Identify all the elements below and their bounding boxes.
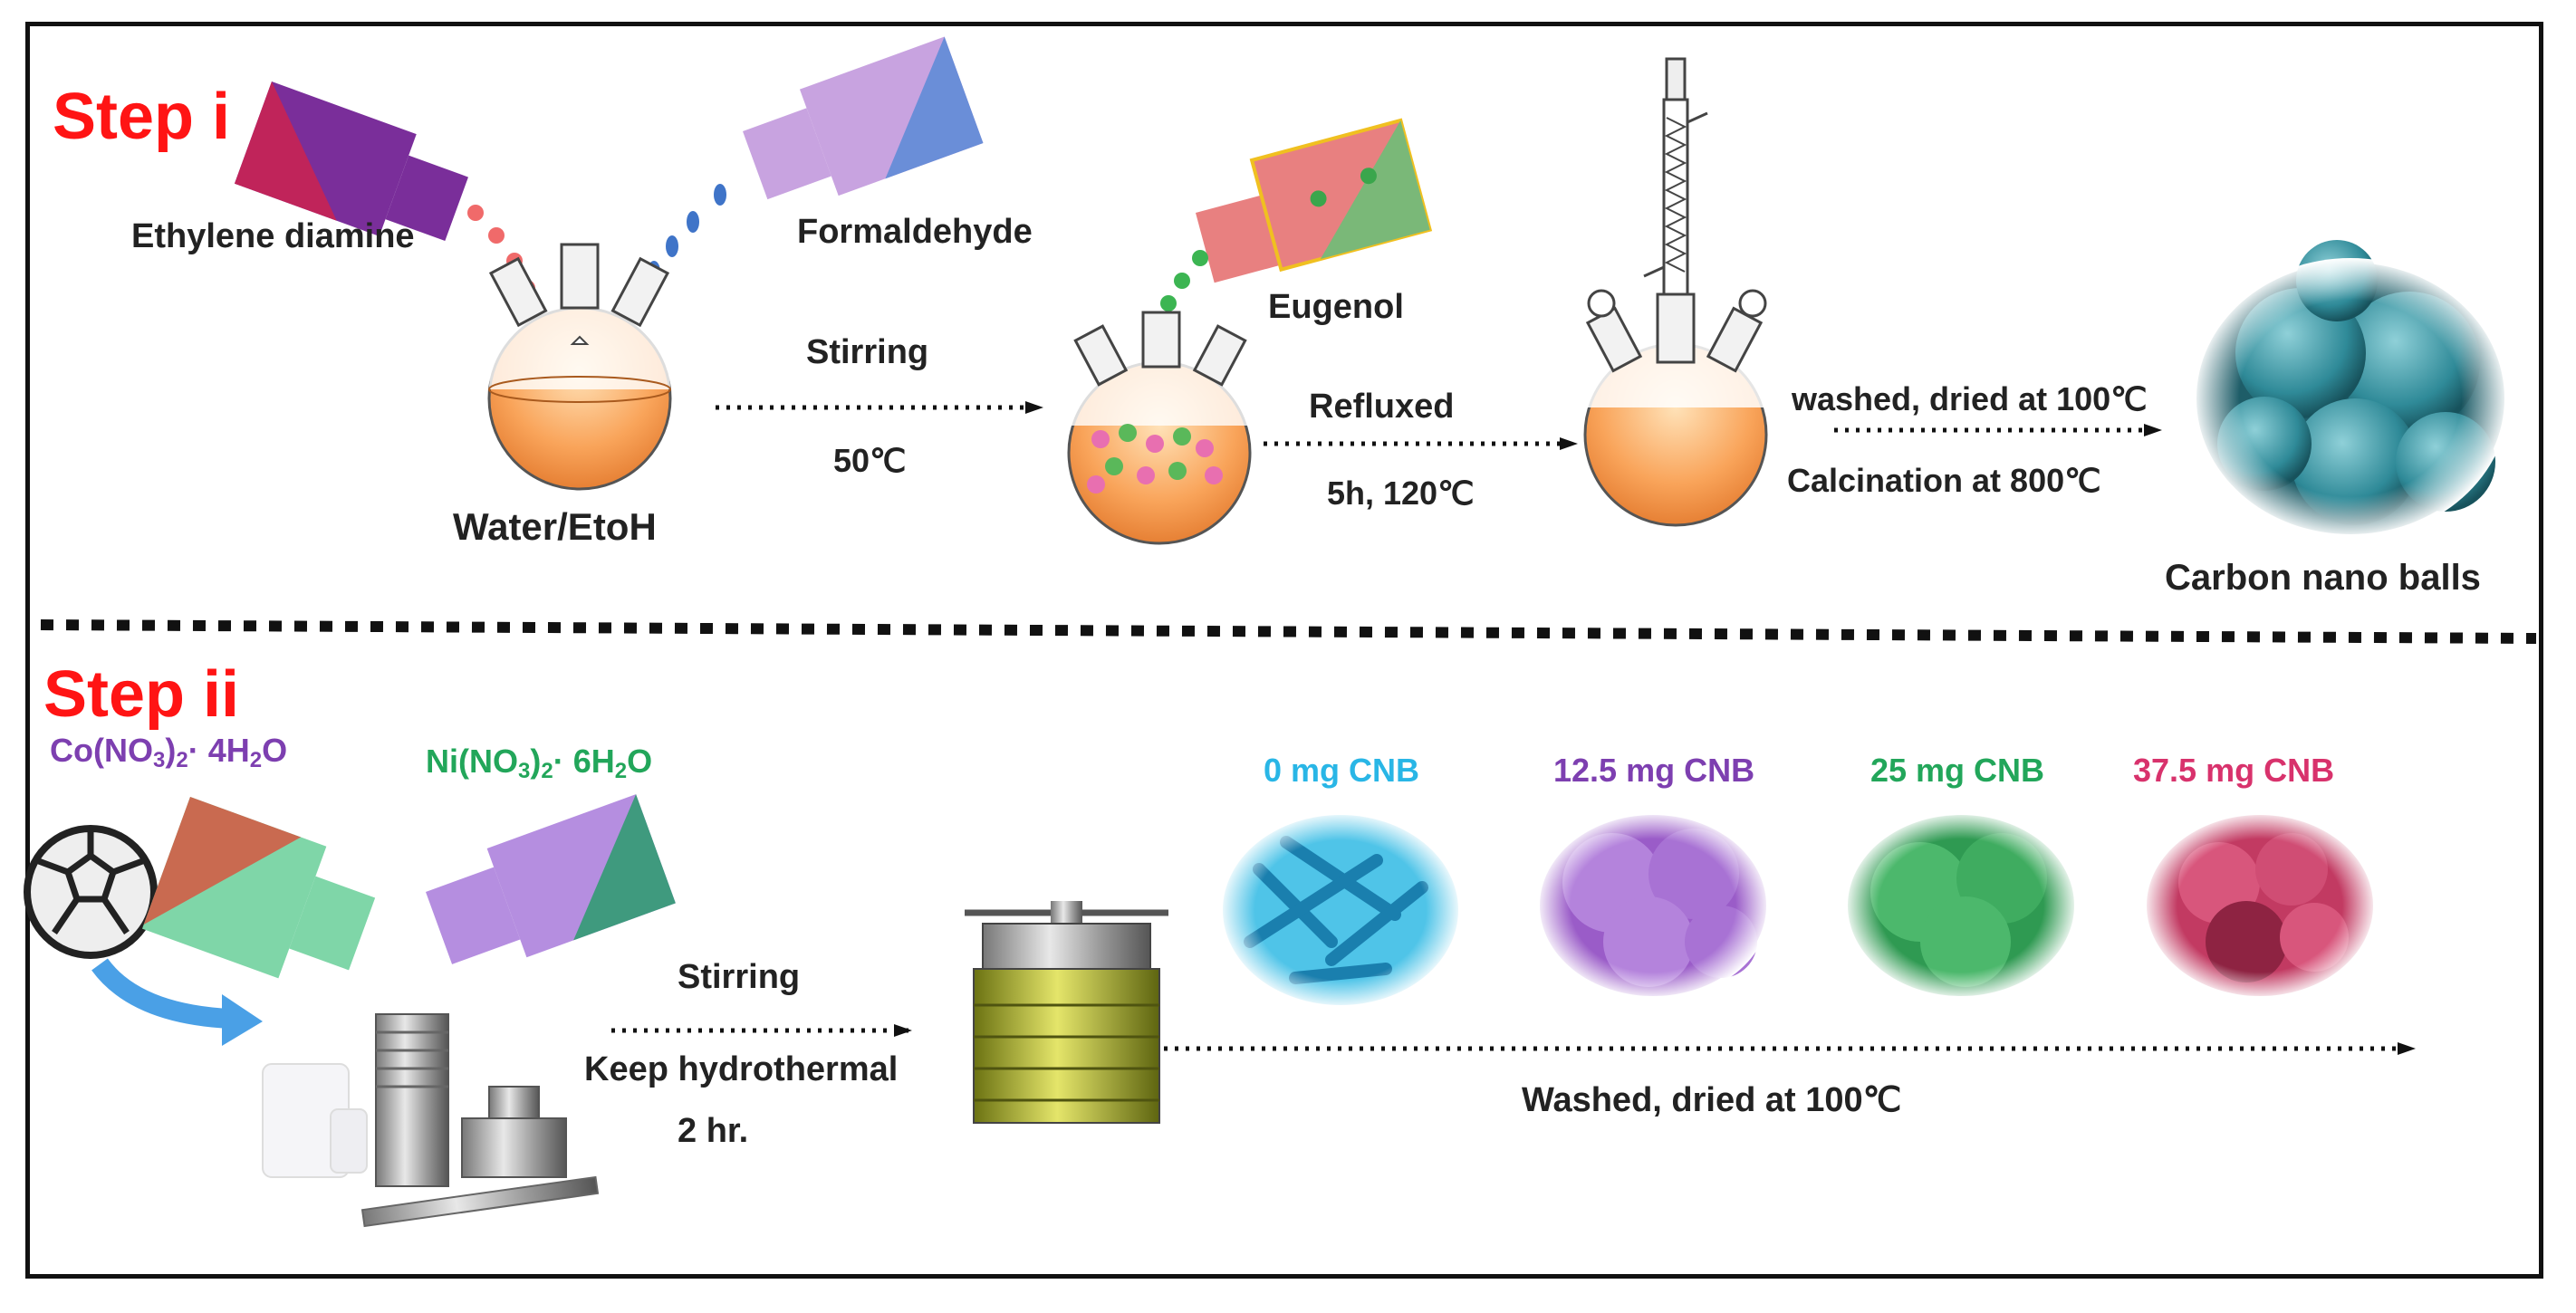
- nickel-formula-part: · 6H: [553, 743, 615, 780]
- solvent-label: Water/EtoH: [453, 505, 657, 548]
- washed-dried-ii-label: Washed, dried at 100℃: [1522, 1081, 1902, 1119]
- reflux-flask-icon: [1583, 57, 1768, 527]
- duration-label: 2 hr.: [678, 1112, 749, 1150]
- cobalt-sub-2: 2: [176, 748, 188, 772]
- curved-arrowhead-icon: [222, 994, 263, 1046]
- cobalt-formula-part: · 4H: [187, 732, 250, 769]
- stirring-ii-label: Stirring: [678, 958, 801, 996]
- step-ii-title: Step ii: [43, 658, 240, 731]
- step-divider: [40, 619, 2537, 644]
- temp-50-label: 50℃: [833, 442, 907, 479]
- cobalt-sub-1: 3: [152, 748, 166, 772]
- sample-label-25mg: 25 mg CNB: [1870, 752, 2045, 789]
- calcination-label: Calcination at 800℃: [1787, 462, 2101, 499]
- nickel-formula-part: O: [627, 743, 653, 780]
- cobalt-nitrate-formula: Co(NO3)2· 4H2O: [50, 732, 287, 773]
- eugenol-label: Eugenol: [1268, 288, 1404, 326]
- three-neck-flask-1-icon: [487, 243, 672, 491]
- formaldehyde-label: Formaldehyde: [797, 213, 1033, 251]
- figure-frame: [25, 22, 2543, 1279]
- sem-image-37.5mg: [2142, 810, 2378, 1001]
- sample-label-37.5mg: 37.5 mg CNB: [2133, 752, 2335, 789]
- nickel-sub-1: 3: [518, 759, 531, 783]
- ethylene-diamine-bottle-icon: [234, 81, 468, 242]
- step-i-title: Step i: [53, 81, 231, 153]
- carbon-nano-balls-label: Carbon nano balls: [2165, 558, 2481, 598]
- formaldehyde-bottle-icon: [743, 36, 984, 200]
- washed-dried-label: washed, dried at 100℃: [1792, 380, 2148, 417]
- hydrothermal-label: Keep hydrothermal: [584, 1050, 899, 1088]
- autoclave-parts-image: [262, 1013, 600, 1228]
- cobalt-formula-part: ): [165, 732, 177, 769]
- sem-image-12.5mg: [1535, 810, 1771, 1001]
- nickel-nitrate-formula: Ni(NO3)2· 6H2O: [426, 743, 652, 784]
- stirring-label: Stirring: [806, 333, 929, 371]
- fullerene-icon: [24, 825, 158, 959]
- eugenol-bottle-icon: [1196, 118, 1433, 283]
- sem-image-25mg: [1843, 810, 2079, 1001]
- refluxed-label: Refluxed: [1309, 388, 1455, 426]
- three-neck-flask-2-icon: [1067, 311, 1252, 545]
- autoclave-image: [965, 901, 1168, 1124]
- cobalt-nitrate-bottle-icon: [141, 797, 376, 979]
- cobalt-formula-part: Co(NO: [50, 732, 153, 769]
- sem-image-0mg: [1218, 810, 1463, 1010]
- sample-label-0mg: 0 mg CNB: [1264, 752, 1420, 789]
- cobalt-formula-part: O: [262, 732, 288, 769]
- nickel-nitrate-bottle-icon: [426, 794, 676, 964]
- nickel-sub-3: 2: [614, 759, 628, 783]
- carbon-nano-balls-image: [2192, 240, 2509, 539]
- curved-arrow-icon: [91, 958, 232, 1029]
- cobalt-sub-3: 2: [249, 748, 263, 772]
- nickel-sub-2: 2: [541, 759, 553, 783]
- nickel-formula-part: Ni(NO: [426, 743, 518, 780]
- sample-label-12.5mg: 12.5 mg CNB: [1553, 752, 1755, 789]
- nickel-formula-part: ): [530, 743, 542, 780]
- ethylene-diamine-label: Ethylene diamine: [131, 217, 415, 255]
- reflux-conditions-label: 5h, 120℃: [1327, 474, 1475, 512]
